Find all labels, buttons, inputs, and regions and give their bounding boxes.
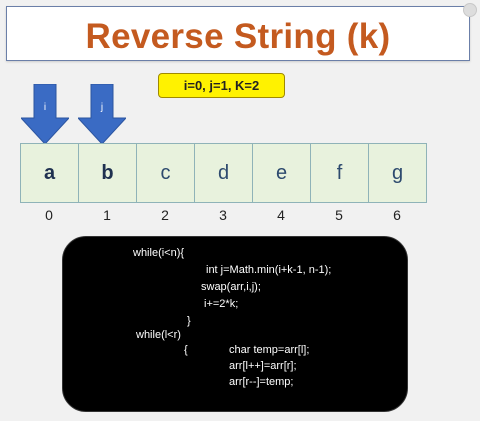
code-line: {: [184, 344, 188, 356]
array-cells: a b c d e f g: [20, 143, 427, 203]
code-line: i+=2*k;: [204, 298, 239, 310]
code-panel: while(i<n){ int j=Math.min(i+k-1, n-1); …: [62, 236, 408, 412]
code-line: arr[r--]=temp;: [229, 376, 294, 388]
pointer-label-j: j: [100, 102, 104, 113]
page-title: Reverse String (k): [85, 17, 391, 56]
array-cell: b: [78, 143, 137, 203]
code-line: }: [187, 315, 191, 327]
pointer-label-i: i: [43, 102, 47, 113]
pointer-j: j: [76, 83, 128, 149]
index-label: 5: [335, 207, 343, 223]
window-control-icon[interactable]: [463, 3, 477, 17]
array-cell: g: [368, 143, 427, 203]
code-line: swap(arr,i,j);: [201, 281, 261, 293]
array-cell: e: [252, 143, 311, 203]
code-line: char temp=arr[l];: [229, 344, 310, 356]
array-cell: f: [310, 143, 369, 203]
array-cell: d: [194, 143, 253, 203]
code-line: while(i<n){: [133, 247, 185, 259]
code-line: int j=Math.min(i+k-1, n-1);: [206, 264, 332, 276]
index-label: 3: [219, 207, 227, 223]
pointer-i: i: [19, 83, 71, 149]
down-arrow-icon: [19, 83, 71, 145]
down-arrow-icon: [76, 83, 128, 145]
array-indices: 0 1 2 3 4 5 6: [20, 207, 426, 223]
index-label: 6: [393, 207, 401, 223]
index-label: 1: [103, 207, 111, 223]
code-line: arr[l++]=arr[r];: [229, 360, 297, 372]
index-label: 2: [161, 207, 169, 223]
code-line: while(l<r): [136, 329, 181, 341]
index-label: 0: [45, 207, 53, 223]
array-cell: a: [20, 143, 79, 203]
index-label: 4: [277, 207, 285, 223]
variables-badge: i=0, j=1, K=2: [158, 73, 285, 98]
array-cell: c: [136, 143, 195, 203]
title-banner: Reverse String (k): [6, 6, 470, 61]
